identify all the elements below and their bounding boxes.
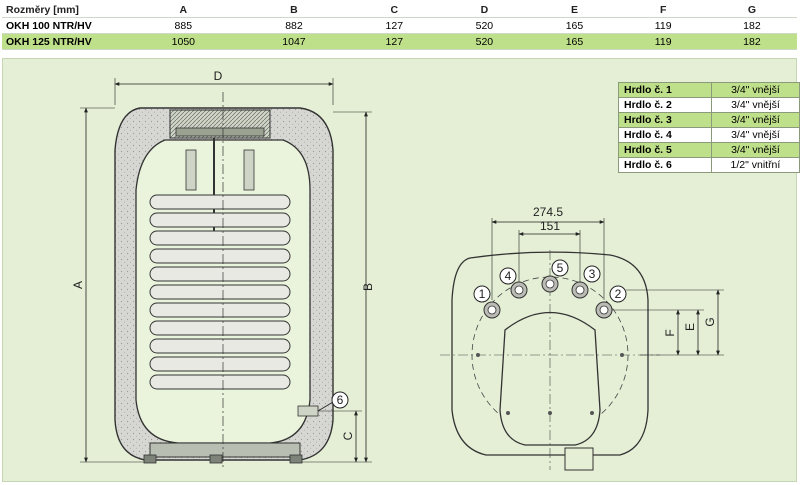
model-name: OKH 125 NTR/HV bbox=[2, 33, 128, 50]
dim-b-label: B bbox=[361, 283, 375, 291]
value-a: 1050 bbox=[128, 33, 239, 50]
heat-exchanger-coil bbox=[149, 194, 291, 390]
table-row: OKH 125 NTR/HV 1050 1047 127 520 165 119… bbox=[2, 33, 797, 50]
port-3-label: 3 bbox=[589, 267, 596, 281]
port-1-label: 1 bbox=[479, 287, 486, 301]
port-6-label: 6 bbox=[337, 393, 344, 407]
dim-2745-label: 274.5 bbox=[533, 205, 563, 219]
inlet-pipe bbox=[185, 149, 197, 191]
port-3-marker bbox=[583, 265, 601, 283]
legend-port-name: Hrdlo č. 6 bbox=[618, 157, 712, 173]
port-4-label: 4 bbox=[505, 269, 512, 283]
dim-f-label: F bbox=[663, 329, 677, 336]
port-1-bore bbox=[487, 305, 497, 315]
dim-c-label: C bbox=[341, 431, 355, 440]
port-5-label: 5 bbox=[557, 261, 564, 275]
value-g: 182 bbox=[706, 33, 797, 50]
legend-port-size: 3/4" vnější bbox=[710, 112, 800, 128]
port-6-marker bbox=[331, 391, 349, 409]
flange-plate bbox=[175, 127, 265, 137]
bolt-dot bbox=[590, 411, 594, 415]
dim-a-label: A bbox=[71, 281, 85, 289]
left-foot bbox=[143, 454, 157, 464]
value-a: 885 bbox=[128, 17, 239, 34]
legend-port-size: 3/4" vnější bbox=[710, 97, 800, 113]
value-e: 165 bbox=[529, 17, 620, 34]
dimensions-header-e: E bbox=[529, 2, 620, 18]
drain-box bbox=[564, 447, 594, 471]
bolt-dot bbox=[548, 411, 552, 415]
port-1-marker bbox=[473, 285, 491, 303]
legend-port-size: 3/4" vnější bbox=[710, 142, 800, 158]
legend-port-name: Hrdlo č. 3 bbox=[618, 112, 712, 128]
dimensions-header-d: D bbox=[439, 2, 530, 18]
list-item: Hrdlo č. 3 3/4" vnější bbox=[618, 112, 800, 128]
dimensions-header-f: F bbox=[619, 2, 707, 18]
port-6-leader bbox=[317, 401, 334, 412]
dimensions-header-g: G bbox=[706, 2, 797, 18]
list-item: Hrdlo č. 6 1/2" vnitřní bbox=[618, 157, 800, 173]
port-2-label: 2 bbox=[615, 287, 622, 301]
legend-port-size: 3/4" vnější bbox=[710, 127, 800, 143]
value-c: 127 bbox=[349, 33, 440, 50]
tank-top-view: 1 2 3 4 5 274.5 151 F E bbox=[440, 205, 724, 471]
legend-port-size: 3/4" vnější bbox=[710, 82, 800, 98]
outlet-pipe bbox=[243, 149, 255, 191]
table-row: OKH 100 NTR/HV 885 882 127 520 165 119 1… bbox=[2, 17, 797, 34]
port-4-marker bbox=[499, 267, 517, 285]
right-foot bbox=[289, 454, 303, 464]
list-item: Hrdlo č. 1 3/4" vnější bbox=[618, 82, 800, 98]
model-name: OKH 100 NTR/HV bbox=[2, 17, 128, 34]
dim-d-label: D bbox=[214, 69, 223, 83]
value-e: 165 bbox=[529, 33, 620, 50]
tank-section-view: 6 D A B C bbox=[71, 69, 375, 470]
list-item: Hrdlo č. 2 3/4" vnější bbox=[618, 97, 800, 113]
dimensions-header-b: B bbox=[238, 2, 350, 18]
legend-port-name: Hrdlo č. 2 bbox=[618, 97, 712, 113]
list-item: Hrdlo č. 5 3/4" vnější bbox=[618, 142, 800, 158]
value-b: 882 bbox=[238, 17, 350, 34]
port-5-bore bbox=[545, 279, 555, 289]
value-d: 520 bbox=[439, 33, 530, 50]
connections-legend: Hrdlo č. 1 3/4" vnější Hrdlo č. 2 3/4" v… bbox=[618, 82, 800, 173]
legend-port-name: Hrdlo č. 5 bbox=[618, 142, 712, 158]
dimensions-header-label: Rozměry [mm] bbox=[2, 2, 128, 18]
bolt-dot bbox=[620, 353, 624, 357]
port-4-bore bbox=[514, 285, 524, 295]
dim-e-label: E bbox=[683, 323, 697, 331]
bolt-dot bbox=[476, 353, 480, 357]
legend-port-size: 1/2" vnitřní bbox=[710, 157, 800, 173]
dimensions-table: Rozměry [mm] A B C D E F G OKH 100 NTR/H… bbox=[2, 2, 797, 50]
center-foot bbox=[209, 454, 223, 464]
legend-port-name: Hrdlo č. 4 bbox=[618, 127, 712, 143]
port-2-marker bbox=[609, 285, 627, 303]
list-item: Hrdlo č. 4 3/4" vnější bbox=[618, 127, 800, 143]
legend-port-name: Hrdlo č. 1 bbox=[618, 82, 712, 98]
dim-g-label: G bbox=[703, 317, 717, 326]
port-6-stub bbox=[297, 405, 319, 417]
dimensions-header-row: Rozměry [mm] A B C D E F G bbox=[2, 2, 797, 18]
value-g: 182 bbox=[706, 17, 797, 34]
port-2-bore bbox=[599, 305, 609, 315]
bottom-base bbox=[149, 442, 301, 458]
dimensions-header-c: C bbox=[349, 2, 440, 18]
port-5-marker bbox=[551, 259, 569, 277]
value-d: 520 bbox=[439, 17, 530, 34]
value-b: 1047 bbox=[238, 33, 350, 50]
port-3-bore bbox=[575, 285, 585, 295]
value-f: 119 bbox=[619, 33, 707, 50]
value-f: 119 bbox=[619, 17, 707, 34]
value-c: 127 bbox=[349, 17, 440, 34]
dimensions-header-a: A bbox=[128, 2, 239, 18]
bolt-dot bbox=[506, 411, 510, 415]
dim-151-label: 151 bbox=[540, 219, 560, 233]
